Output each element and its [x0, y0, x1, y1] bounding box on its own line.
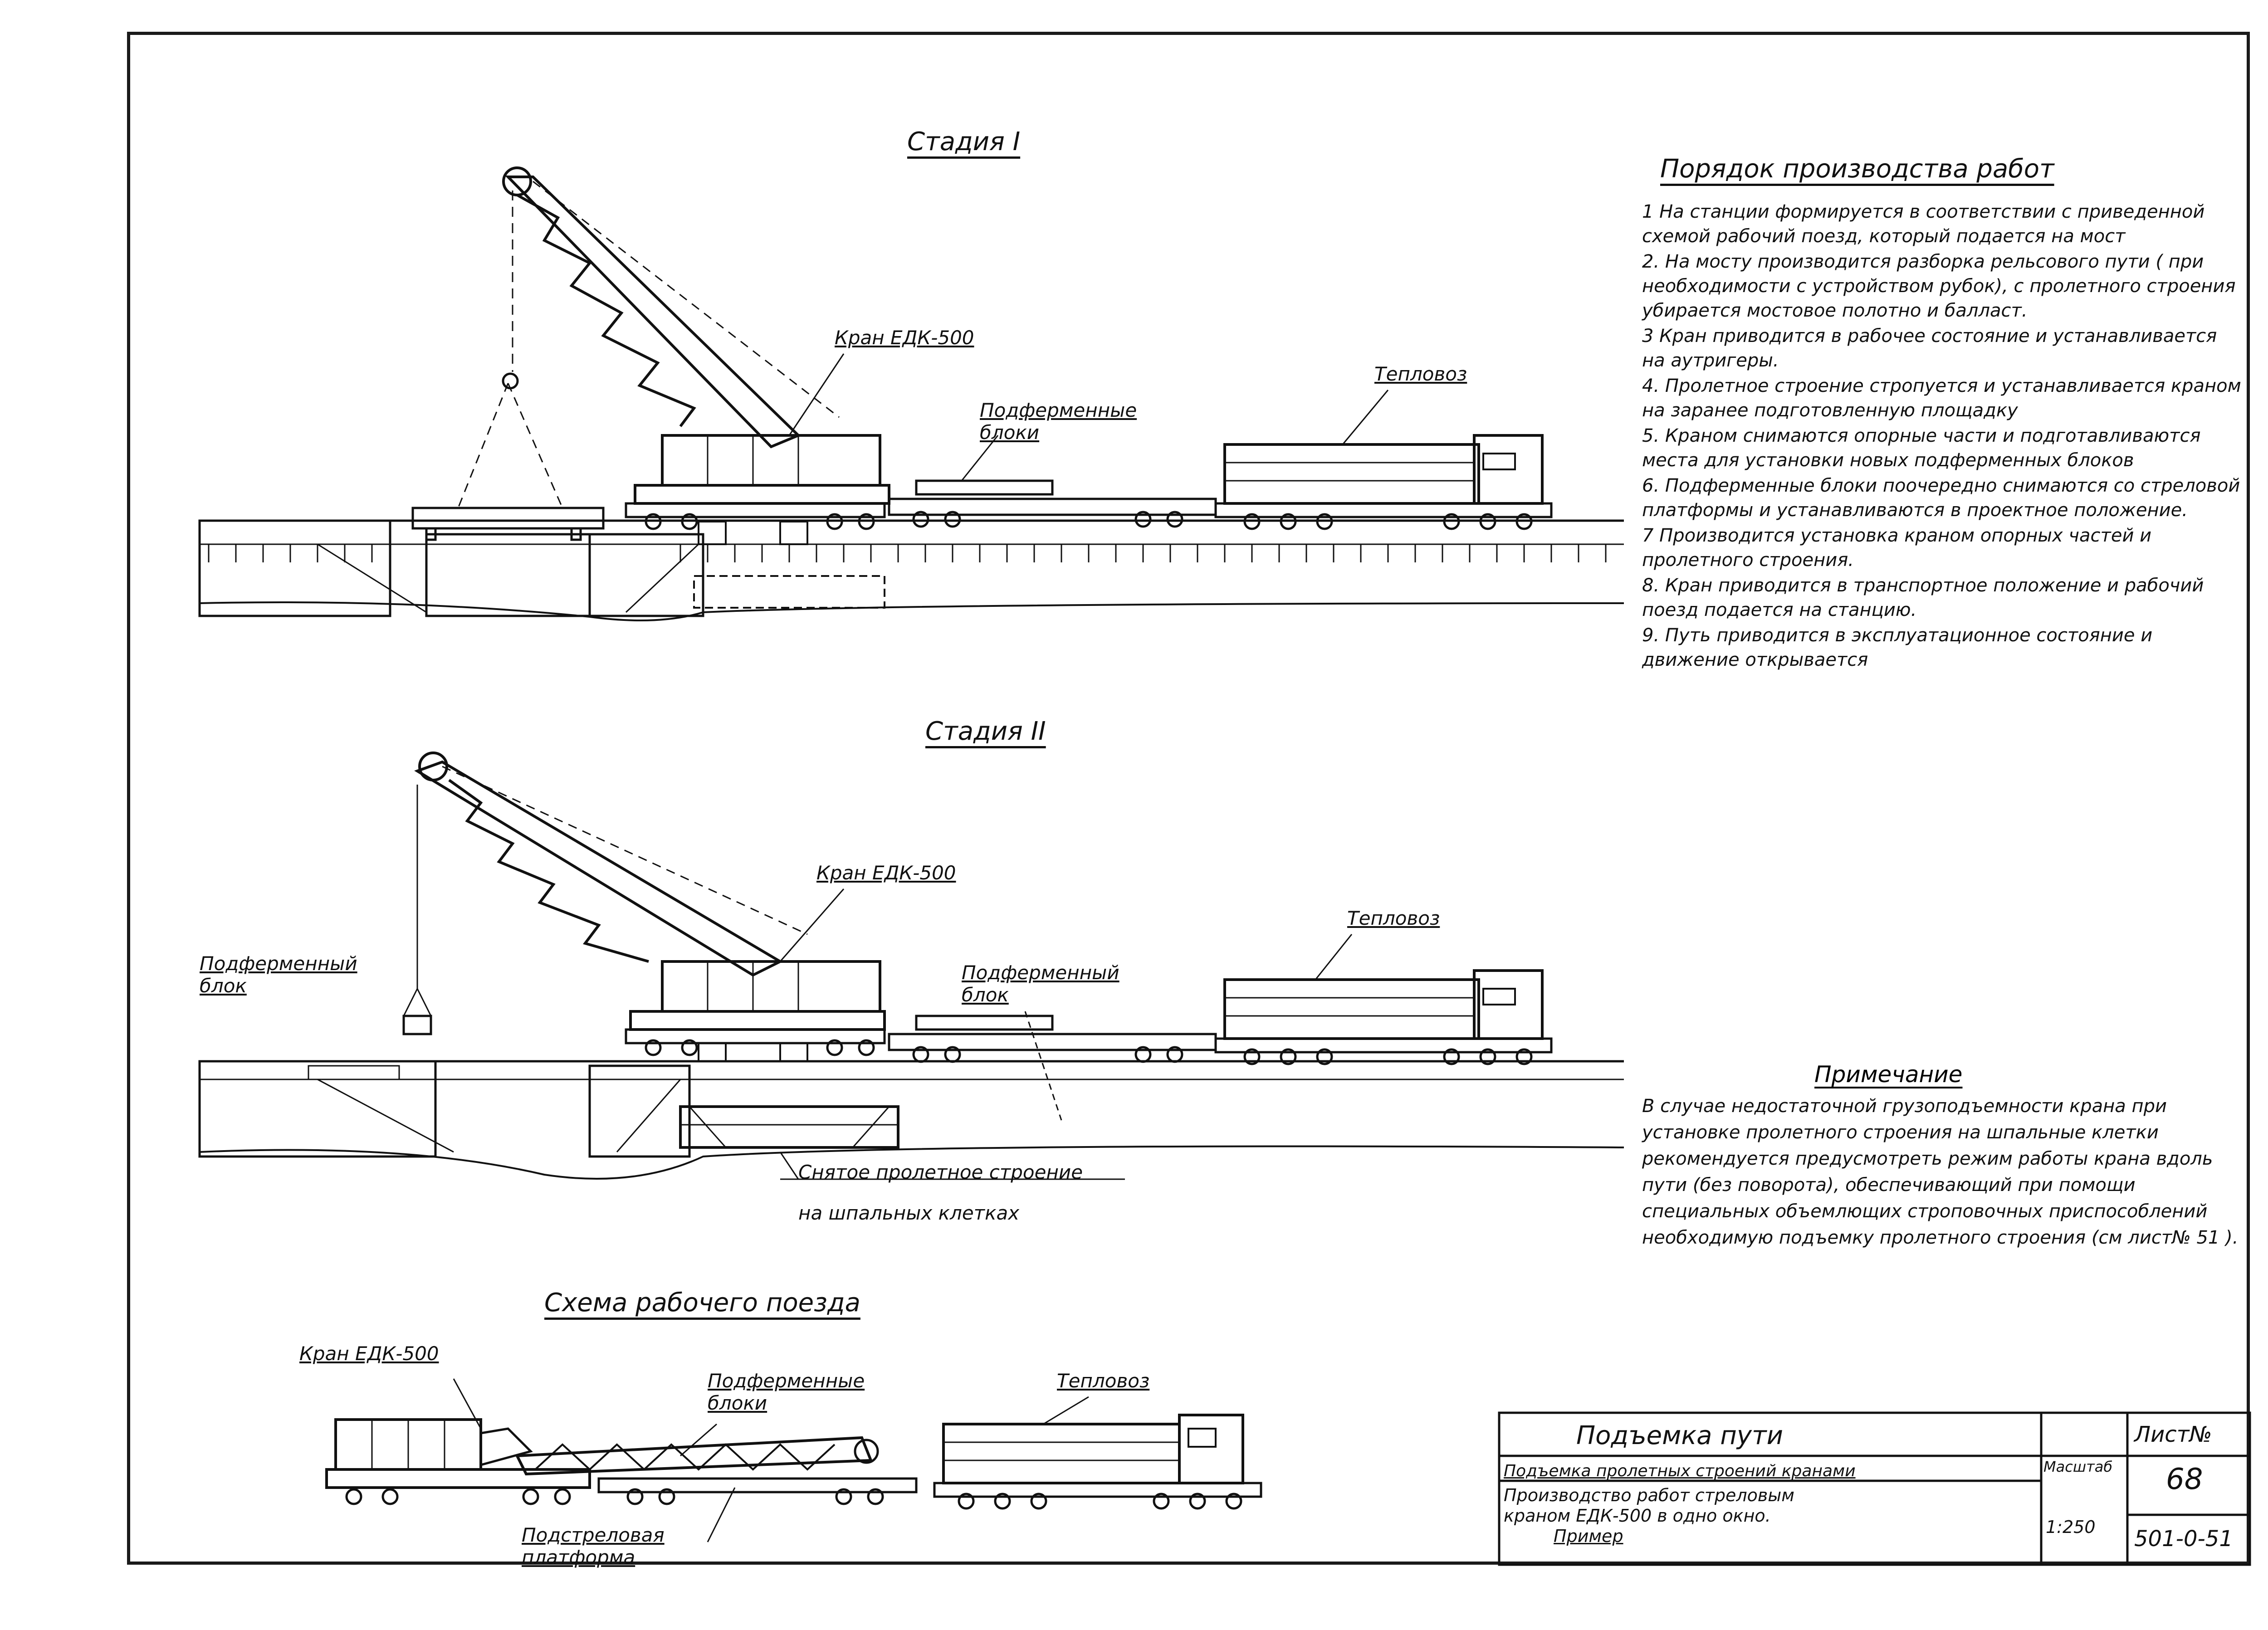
procedure-step: 2. На мосту производится разборка рельсо… — [1642, 251, 2236, 321]
procedure-steps: 1 На станции формируется в соответствии … — [1642, 200, 2245, 673]
procedure-step: 8. Кран приводится в транспортное положе… — [1642, 575, 2204, 620]
title-block-sheet-label: Лист№ — [2134, 1422, 2212, 1447]
title-block-description-line3: Пример — [1554, 1526, 1623, 1546]
stage1-crane-label: Кран ЕДК-500 — [835, 327, 974, 349]
scheme-blocks-label: Подферменные блоки — [708, 1370, 865, 1414]
stage2-crane-label: Кран ЕДК-500 — [816, 862, 956, 884]
title-block: Подъемка пути Подъемка пролетных строени… — [1499, 1413, 2250, 1565]
title-block-description-line2: краном ЕДК-500 в одно окно. — [1504, 1506, 1771, 1526]
title-block-subtitle: Подъемка пролетных строений кранами — [1504, 1462, 1856, 1480]
title-block-scale-label: Масштаб — [2043, 1458, 2113, 1475]
drawing-frame — [127, 32, 2250, 1565]
stage2-loco-label: Тепловоз — [1347, 907, 1440, 929]
scheme-title: Схема рабочего поезда — [544, 1288, 860, 1318]
scheme-drawing — [325, 1378, 1262, 1542]
stage1-blocks-label: Подферменные блоки — [980, 399, 1137, 444]
procedure-step: 4. Пролетное строение строп­уется и уста… — [1642, 376, 2241, 421]
stage2-drawing — [198, 752, 1624, 1180]
note-text: В случае недостаточной грузоподъемности … — [1642, 1096, 2239, 1248]
stage2-block-left-label: Подферменный блок — [200, 952, 357, 997]
procedure-step: 7 Производится установка краном опорных … — [1642, 525, 2152, 571]
stage2-title: Стадия II — [925, 717, 1046, 746]
procedure-step: 9. Путь приводится в эксплуатационное со… — [1642, 625, 2153, 670]
procedure-title: Порядок производства работ — [1660, 154, 2054, 184]
title-block-main-title: Подъемка пути — [1576, 1421, 1784, 1450]
title-block-grid — [1498, 1411, 2251, 1566]
stage2-removed-span-line2: на шпальных клетках — [798, 1202, 1020, 1224]
stage2-block-label: Подферменный блок — [962, 961, 1119, 1006]
scheme-loco-label: Тепловоз — [1057, 1370, 1150, 1392]
scheme-platform-label: Подстреловая платформа — [522, 1524, 665, 1568]
title-block-description-line1: Производство работ стреловым — [1504, 1485, 1794, 1505]
stage1-drawing — [198, 166, 1624, 621]
title-block-scale-value: 1:250 — [2046, 1517, 2096, 1537]
note-title: Примечание — [1814, 1061, 1963, 1088]
title-block-sheet-number: 68 — [2166, 1463, 2203, 1496]
stage1-loco-label: Тепловоз — [1374, 363, 1467, 385]
title-block-code: 501-0-51 — [2134, 1526, 2233, 1552]
stage2-removed-span-line1: Снятое пролетное строение — [798, 1161, 1083, 1183]
procedure-step: 3 Кран приводится в рабочее состояние и … — [1642, 326, 2217, 371]
scheme-crane-label: Кран ЕДК-500 — [299, 1342, 439, 1365]
stage1-title: Стадия I — [907, 127, 1021, 156]
procedure-step: 6. Подферменные блоки поочередно снимают… — [1642, 475, 2240, 521]
procedure-step: 1 На станции формируется в соответствии … — [1642, 201, 2205, 247]
procedure-step: 5. Краном снимаются опорные части и подг… — [1642, 425, 2201, 471]
